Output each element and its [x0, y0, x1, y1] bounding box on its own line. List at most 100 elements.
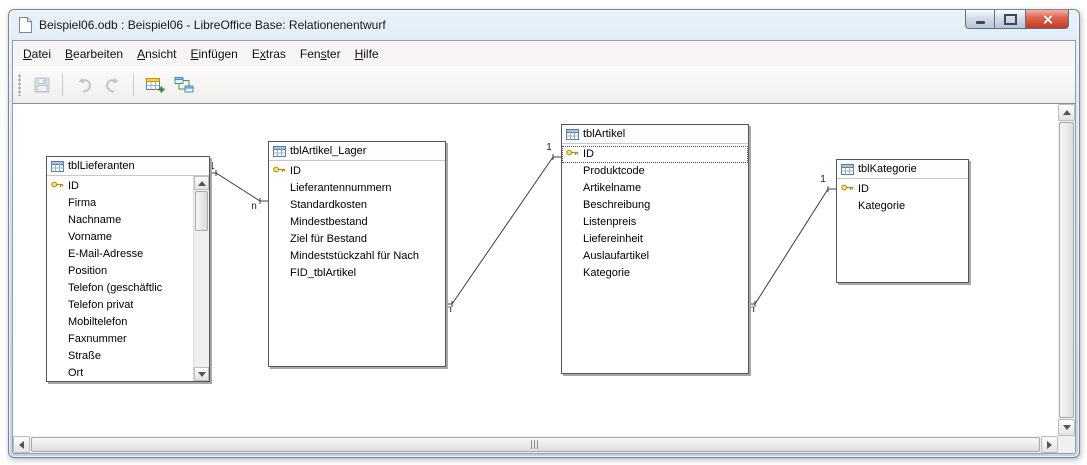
scrollbar-corner — [1058, 436, 1075, 453]
scroll-right-button[interactable] — [1041, 436, 1058, 453]
close-button[interactable] — [1025, 10, 1069, 29]
design-area[interactable]: 1 n 1 n 1 n — [13, 104, 1058, 436]
table-header[interactable]: tblArtikel — [562, 125, 748, 144]
table-icon — [51, 160, 64, 172]
field-row[interactable]: Mindeststückzahl für Nach — [269, 248, 445, 265]
field-row[interactable]: Standardkosten — [269, 197, 445, 214]
scroll-left-button[interactable] — [13, 436, 30, 453]
arrow-up-icon — [1062, 110, 1071, 115]
field-name: Auslaufartikel — [583, 250, 650, 262]
toolbar-grip[interactable] — [18, 73, 21, 96]
minimize-button[interactable] — [965, 10, 995, 29]
titlebar[interactable]: Beispiel06.odb : Beispiel06 - LibreOffic… — [9, 10, 1079, 40]
field-row[interactable]: Artikelname — [562, 180, 748, 197]
toolbar-separator — [133, 73, 134, 96]
menu-hilfe[interactable]: Hilfe — [354, 46, 379, 61]
field-row[interactable]: Kategorie — [837, 198, 968, 215]
cardinality-label: 1 — [209, 161, 215, 172]
field-row[interactable]: Ort — [47, 365, 194, 381]
window-title: Beispiel06.odb : Beispiel06 - LibreOffic… — [39, 18, 386, 32]
field-row[interactable]: Beschreibung — [562, 197, 748, 214]
field-row[interactable]: Firma — [47, 195, 194, 212]
menu-fenster[interactable]: Fenster — [299, 46, 341, 61]
field-name: Ort — [68, 367, 84, 379]
table-name: tblKategorie — [858, 163, 917, 175]
field-row[interactable]: Mindestbestand — [269, 214, 445, 231]
canvas-vertical-scrollbar — [1058, 104, 1075, 436]
field-row[interactable]: Liefereinheit — [562, 231, 748, 248]
field-row[interactable]: ID — [269, 163, 445, 180]
field-row[interactable]: Mobiltelefon — [47, 314, 194, 331]
add-table-button[interactable] — [141, 72, 168, 98]
field-row[interactable]: Nachname — [47, 212, 194, 229]
field-row[interactable]: ID — [47, 178, 194, 195]
field-row[interactable]: Lieferantennummern — [269, 180, 445, 197]
field-list: ID Lieferantennummern Standardkosten Min… — [269, 161, 445, 282]
field-list: ID Kategorie — [837, 179, 968, 215]
table-tblartikel-lager[interactable]: tblArtikel_Lager ID Lieferantennummern S… — [268, 141, 446, 367]
menu-extras[interactable]: Extras — [251, 46, 286, 61]
relation-line-kategorie-artikel[interactable] — [747, 188, 836, 305]
field-name: Telefon (geschäftlic — [68, 282, 163, 294]
table-header[interactable]: tblLieferanten — [47, 157, 209, 176]
table-tblartikel[interactable]: tblArtikel ID Produktcode Artikelname Be… — [561, 124, 749, 374]
field-row[interactable]: Listenpreis — [562, 214, 748, 231]
field-row[interactable]: Ziel für Bestand — [269, 231, 445, 248]
scroll-up-button[interactable] — [194, 176, 209, 190]
menu-bearbeiten[interactable]: Bearbeiten — [65, 46, 124, 61]
base-document-icon — [18, 17, 33, 33]
table-header[interactable]: tblArtikel_Lager — [269, 142, 445, 161]
toolbar — [13, 66, 1075, 103]
field-name: FID_tblArtikel — [290, 267, 357, 279]
menu-einfuegen[interactable]: Einfügen — [190, 46, 238, 61]
field-row[interactable]: Kategorie — [562, 265, 748, 282]
field-name: Kategorie — [583, 267, 631, 279]
table-tblkategorie[interactable]: tblKategorie ID Kategorie — [836, 159, 969, 283]
redo-button[interactable] — [99, 72, 126, 98]
menu-ansicht[interactable]: Ansicht — [137, 46, 177, 61]
field-name: ID — [583, 148, 594, 160]
field-row[interactable]: E-Mail-Adresse — [47, 246, 194, 263]
field-name: Mindeststückzahl für Nach — [290, 250, 419, 262]
scroll-down-button[interactable] — [1058, 419, 1075, 436]
field-name: Vorname — [68, 231, 113, 243]
scrollbar-thumb[interactable] — [195, 191, 208, 231]
relation-line-lieferanten-lager[interactable] — [208, 172, 268, 202]
table-icon — [566, 128, 579, 140]
undo-button[interactable] — [70, 72, 97, 98]
vertical-scrollbar-thumb[interactable] — [1059, 122, 1074, 418]
undo-icon — [78, 77, 91, 92]
new-relation-button[interactable] — [170, 72, 197, 98]
field-row[interactable]: Position — [47, 263, 194, 280]
field-row[interactable]: FID_tblArtikel — [269, 265, 445, 282]
field-list: ID Firma Nachname Vorname E-Mail-Adresse… — [47, 176, 194, 381]
field-row[interactable]: ID — [837, 181, 968, 198]
field-row[interactable]: Produktcode — [562, 163, 748, 180]
table-name: tblLieferanten — [68, 160, 135, 172]
field-row[interactable]: Straße — [47, 348, 194, 365]
field-row[interactable]: Vorname — [47, 229, 194, 246]
table-header[interactable]: tblKategorie — [837, 160, 968, 179]
close-icon — [1042, 14, 1053, 25]
scroll-down-button[interactable] — [194, 367, 209, 381]
field-row[interactable]: Telefon (geschäftlic — [47, 280, 194, 297]
redo-icon — [105, 77, 118, 92]
relation-design-canvas: 1 n 1 n 1 n — [13, 103, 1075, 453]
field-row[interactable]: Telefon privat — [47, 297, 194, 314]
canvas-horizontal-scrollbar — [13, 436, 1058, 453]
scroll-up-button[interactable] — [1058, 104, 1075, 121]
maximize-button[interactable] — [995, 10, 1025, 29]
field-row-selected[interactable]: ID — [562, 146, 748, 163]
window-controls — [965, 10, 1069, 29]
menu-datei[interactable]: Datei — [23, 46, 52, 61]
field-name: Firma — [68, 197, 97, 209]
table-tbllieferanten[interactable]: tblLieferanten ID Firma Nachname Vorname… — [46, 156, 210, 382]
save-button[interactable] — [28, 72, 55, 98]
horizontal-scrollbar-thumb[interactable] — [31, 437, 1040, 452]
key-icon — [566, 146, 579, 163]
toolbar-separator — [62, 73, 63, 96]
relation-line-artikel-lager[interactable] — [444, 156, 561, 305]
maximize-icon — [1003, 13, 1017, 25]
field-row[interactable]: Faxnummer — [47, 331, 194, 348]
field-row[interactable]: Auslaufartikel — [562, 248, 748, 265]
